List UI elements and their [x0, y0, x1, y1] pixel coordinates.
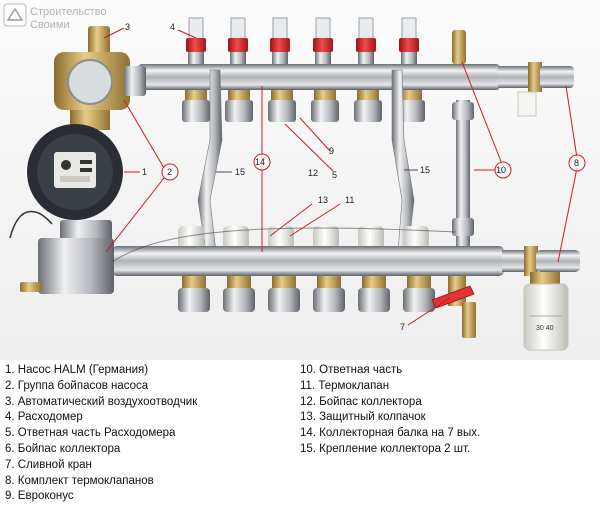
watermark-line-2: Своими — [30, 19, 70, 31]
svg-text:30 40: 30 40 — [536, 325, 554, 332]
drain-valve — [431, 276, 476, 338]
legend: 1. Насос HALM (Германия) 2. Группа бойпа… — [0, 360, 600, 502]
callout-7: 7 — [400, 322, 405, 332]
thermo-caps — [178, 226, 429, 250]
bottom-manifold-bar — [112, 246, 504, 276]
legend-item: 5. Ответная часть Расходомера — [5, 427, 176, 440]
legend-item: 7. Сливной кран — [5, 458, 92, 471]
watermark: Строительство Своими — [3, 3, 107, 31]
legend-item: 10. Ответная часть — [300, 364, 403, 376]
bottom-outlets — [178, 276, 435, 312]
callout-8: 8 — [574, 158, 579, 168]
callout-9: 9 — [329, 146, 334, 156]
legend-item: 2. Группа бойпасов насоса — [5, 379, 149, 392]
callout-4: 4 — [170, 22, 175, 32]
callout-numbers: 1 2 3 4 5 6 7 8 9 10 11 12 13 14 15 15 — [125, 22, 586, 332]
legend-item: 13. Защитный колпачок — [300, 411, 426, 424]
mixing-block — [38, 238, 114, 294]
manifold-photo: Строительство Своими — [0, 0, 600, 360]
callout-lines — [103, 27, 578, 326]
legend-item: 14. Коллекторная балка на 7 вых. — [300, 427, 481, 440]
callout-5: 5 — [332, 170, 337, 180]
legend-item: 3. Автоматический воздухоотводчик — [5, 395, 198, 408]
callout-3: 3 — [125, 22, 130, 32]
top-outlets — [182, 90, 425, 122]
callout-12: 12 — [308, 168, 318, 178]
legend-item: 15. Крепление коллектора 2 шт. — [300, 442, 471, 455]
pump-group — [9, 26, 457, 294]
callout-11: 11 — [345, 195, 354, 205]
callout-1: 1 — [142, 167, 147, 177]
callout-2: 2 — [167, 167, 172, 177]
callout-13: 13 — [318, 195, 328, 205]
legend-item: 1. Насос HALM (Германия) — [5, 364, 149, 376]
thermostat-head: 30 40 — [523, 272, 569, 351]
legend-item: 4. Расходомер — [5, 411, 83, 424]
legend-item: 9. Евроконус — [5, 490, 74, 503]
air-vent-auto — [88, 26, 110, 54]
callout-15-left: 15 — [235, 167, 245, 177]
legend-left-column: 1. Насос HALM (Германия) 2. Группа бойпа… — [5, 363, 197, 505]
legend-item: 8. Комплект термоклапанов — [5, 474, 154, 487]
air-vent-right — [452, 30, 466, 64]
legend-item: 6. Бойпас коллектора — [5, 442, 121, 455]
legend-item: 11. Термоклапан — [300, 379, 390, 392]
callout-14: 14 — [255, 157, 265, 167]
flowmeters — [186, 17, 419, 64]
legend-right-column: 10. Ответная часть 11. Термоклапан 12. Б… — [300, 363, 480, 458]
legend-item: 12. Бойпас коллектора — [300, 395, 422, 408]
house-icon — [6, 7, 24, 21]
top-manifold-bar — [138, 64, 500, 90]
callout-10: 10 — [496, 165, 506, 175]
watermark-line-1: Строительство — [30, 6, 107, 18]
callout-15-right: 15 — [420, 165, 430, 175]
